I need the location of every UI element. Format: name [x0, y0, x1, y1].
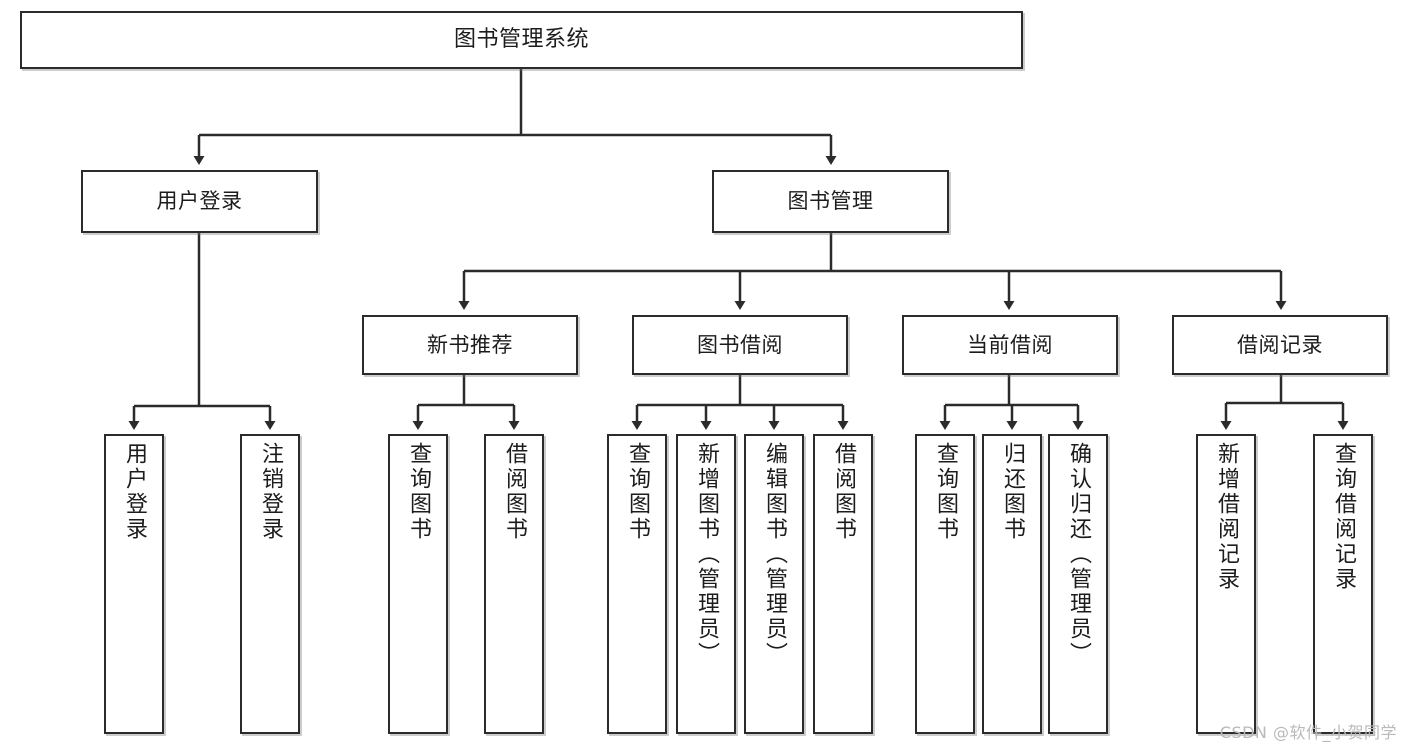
node-leaf-user-login[interactable]: 用户登录 — [104, 434, 164, 734]
node-new-book-recommend[interactable]: 新书推荐 — [362, 315, 578, 375]
watermark: CSDN @软件_小贺同学 — [1219, 723, 1397, 742]
node-label: 确认归还（管理员） — [1066, 442, 1091, 667]
node-root-book-management-system[interactable]: 图书管理系统 — [20, 11, 1023, 69]
node-leaf-query-book-1[interactable]: 查询图书 — [388, 434, 448, 734]
node-leaf-add-borrow-record[interactable]: 新增借阅记录 — [1196, 434, 1256, 734]
node-label: 注销登录 — [258, 442, 283, 542]
node-label: 用户登录 — [122, 442, 147, 542]
node-borrow-record[interactable]: 借阅记录 — [1172, 315, 1388, 375]
node-leaf-edit-book[interactable]: 编辑图书（管理员） — [744, 434, 804, 734]
node-leaf-return-book[interactable]: 归还图书 — [982, 434, 1042, 734]
node-user-login[interactable]: 用户登录 — [81, 170, 318, 233]
node-label: 新书推荐 — [427, 332, 513, 357]
node-label: 新增借阅记录 — [1214, 442, 1239, 592]
node-book-borrow[interactable]: 图书借阅 — [632, 315, 848, 375]
node-label: 编辑图书（管理员） — [762, 442, 787, 667]
node-label: 借阅记录 — [1237, 332, 1323, 357]
node-label: 借阅图书 — [831, 442, 856, 542]
node-leaf-logout[interactable]: 注销登录 — [240, 434, 300, 734]
node-leaf-add-book[interactable]: 新增图书（管理员） — [676, 434, 736, 734]
node-leaf-confirm-return[interactable]: 确认归还（管理员） — [1048, 434, 1108, 734]
node-label: 归还图书 — [1000, 442, 1025, 542]
node-book-management[interactable]: 图书管理 — [712, 170, 949, 233]
node-leaf-borrow-book-2[interactable]: 借阅图书 — [813, 434, 873, 734]
node-leaf-query-book-3[interactable]: 查询图书 — [915, 434, 975, 734]
node-label: 当前借阅 — [967, 332, 1053, 357]
node-label: 图书借阅 — [697, 332, 783, 357]
node-label: 查询图书 — [406, 442, 431, 542]
node-label: 查询图书 — [933, 442, 958, 542]
node-current-borrow[interactable]: 当前借阅 — [902, 315, 1118, 375]
node-label: 查询借阅记录 — [1331, 442, 1356, 592]
node-label: 用户登录 — [156, 189, 243, 214]
node-label: 查询图书 — [625, 442, 650, 542]
node-label: 图书管理 — [787, 189, 874, 214]
node-leaf-query-borrow-record[interactable]: 查询借阅记录 — [1313, 434, 1373, 734]
node-label: 借阅图书 — [502, 442, 527, 542]
node-leaf-borrow-book-1[interactable]: 借阅图书 — [484, 434, 544, 734]
node-label: 新增图书（管理员） — [694, 442, 719, 667]
node-label: 图书管理系统 — [453, 27, 589, 53]
node-leaf-query-book-2[interactable]: 查询图书 — [607, 434, 667, 734]
